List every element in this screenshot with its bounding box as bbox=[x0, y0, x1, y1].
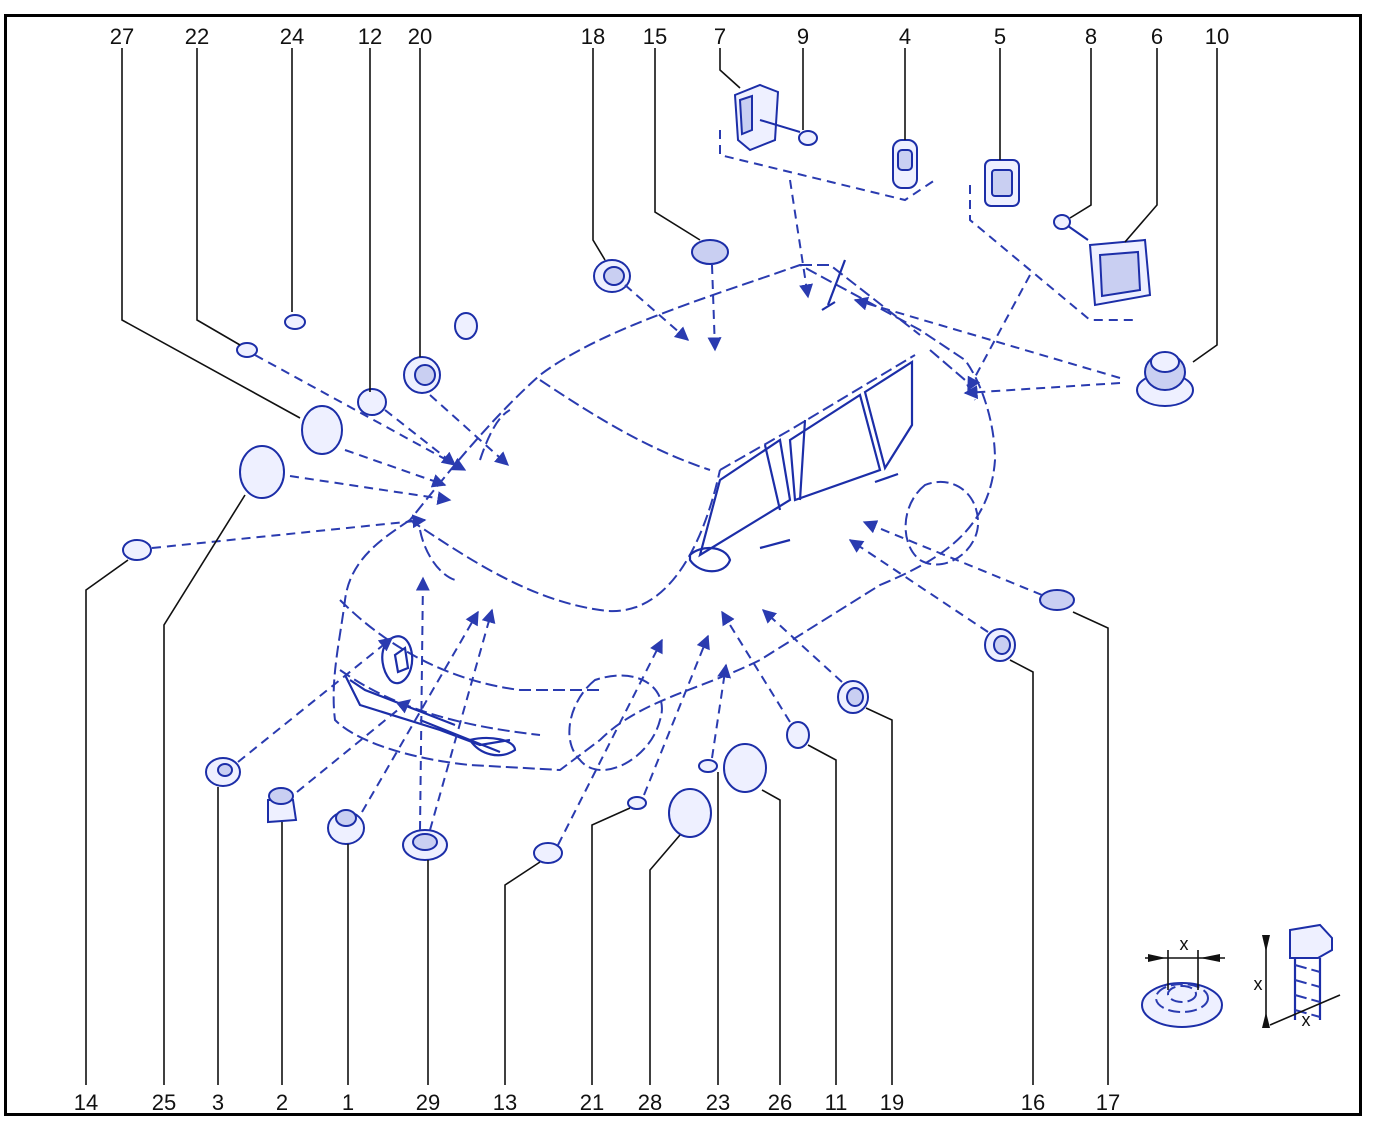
callout-26: 26 bbox=[768, 1090, 792, 1115]
dim-x-label-2: x bbox=[1254, 974, 1263, 994]
callout-23: 23 bbox=[706, 1090, 730, 1115]
car-outline bbox=[332, 259, 997, 772]
dim-x-label-1: x bbox=[1180, 934, 1189, 954]
callout-7: 7 bbox=[714, 24, 726, 49]
callout-22: 22 bbox=[185, 24, 209, 49]
part-24-plug bbox=[284, 314, 306, 330]
assembly-arrows bbox=[151, 130, 1135, 846]
callout-8: 8 bbox=[1085, 24, 1097, 49]
callout-19: 19 bbox=[880, 1090, 904, 1115]
part-9-screw bbox=[759, 119, 801, 133]
parts bbox=[122, 83, 1194, 864]
callout-3: 3 bbox=[212, 1090, 224, 1115]
callout-18: 18 bbox=[581, 24, 605, 49]
part-21-plug bbox=[627, 796, 647, 810]
part-22-plug bbox=[236, 342, 258, 358]
callout-20: 20 bbox=[408, 24, 432, 49]
part-8-screw bbox=[1053, 214, 1071, 230]
callout-11: 11 bbox=[825, 1090, 848, 1115]
callout-1: 1 bbox=[342, 1090, 354, 1115]
callout-2: 2 bbox=[276, 1090, 288, 1115]
part-13-plug bbox=[533, 842, 563, 864]
dimension-legend: x x x bbox=[1141, 923, 1341, 1030]
callout-12: 12 bbox=[358, 24, 382, 49]
part-11-grommet bbox=[786, 721, 810, 749]
callout-27: 27 bbox=[110, 24, 134, 49]
callout-17: 17 bbox=[1096, 1090, 1120, 1115]
callouts-bottom: 14 25 3 2 1 29 13 21 28 23 26 11 19 16 1… bbox=[74, 1090, 1120, 1115]
callout-10: 10 bbox=[1205, 24, 1229, 49]
callout-28: 28 bbox=[638, 1090, 662, 1115]
callout-24: 24 bbox=[280, 24, 304, 49]
part-12-grommet bbox=[357, 388, 387, 416]
part-25-patch bbox=[239, 445, 285, 499]
callouts-top: 27 22 24 12 20 18 15 7 9 4 5 8 6 10 bbox=[110, 24, 1229, 49]
callout-6: 6 bbox=[1151, 24, 1163, 49]
part-26-patch bbox=[723, 743, 767, 793]
callout-4: 4 bbox=[899, 24, 911, 49]
callout-29: 29 bbox=[416, 1090, 440, 1115]
bolt-legend-icon bbox=[1289, 923, 1333, 959]
callout-9: 9 bbox=[797, 24, 809, 49]
leader-lines bbox=[85, 48, 1218, 1085]
callout-5: 5 bbox=[994, 24, 1006, 49]
diagram-frame bbox=[4, 14, 1362, 1116]
part-28-patch bbox=[668, 788, 712, 838]
part-17-grommet bbox=[1039, 589, 1075, 611]
grommet-legend-icon bbox=[1141, 982, 1223, 1028]
callout-25: 25 bbox=[152, 1090, 176, 1115]
callout-21: 21 bbox=[580, 1090, 604, 1115]
dim-x-label-3: x bbox=[1302, 1010, 1311, 1030]
part-27-patch bbox=[301, 405, 343, 455]
callout-13: 13 bbox=[493, 1090, 517, 1115]
part-23-plug bbox=[698, 759, 718, 773]
callout-15: 15 bbox=[643, 24, 667, 49]
callout-14: 14 bbox=[74, 1090, 98, 1115]
part-14-plug bbox=[122, 539, 152, 561]
part-15-grommet bbox=[691, 239, 729, 265]
callout-16: 16 bbox=[1021, 1090, 1045, 1115]
